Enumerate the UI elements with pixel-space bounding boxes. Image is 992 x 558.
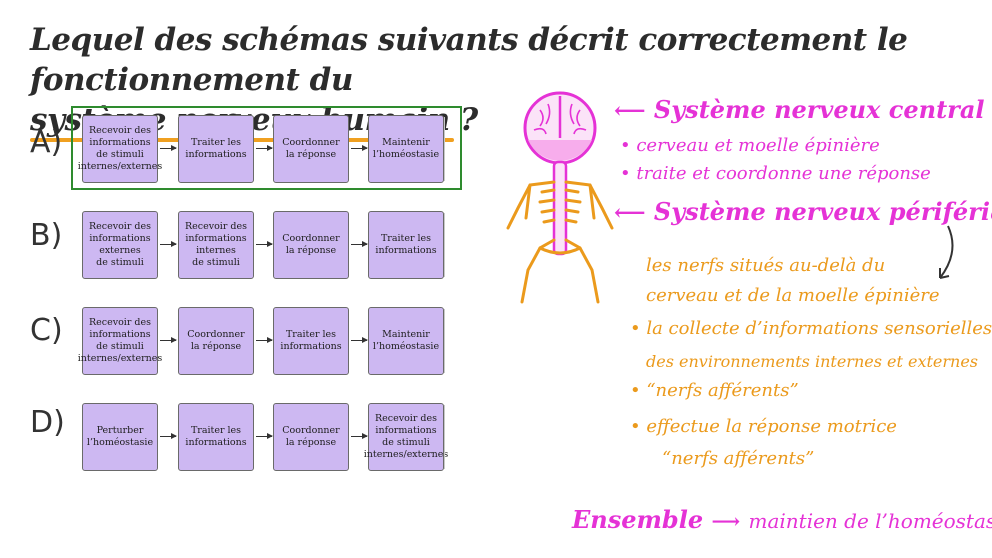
option-c-step-3: Traiter les informations: [273, 307, 349, 375]
peripheral-note-6: • effectue la réponse motrice: [630, 416, 897, 437]
summary-text: maintien de l’homéostasie: [748, 509, 992, 533]
option-d-step-2: Traiter les informations: [178, 403, 254, 471]
peripheral-note-5: • “nerfs afférents”: [630, 380, 799, 401]
arrow-icon: [351, 433, 368, 439]
peripheral-note-7: “nerfs afférents”: [662, 448, 815, 469]
option-b-step-3: Coordonner la réponse: [273, 211, 349, 279]
option-c-step-2: Coordonner la réponse: [178, 307, 254, 375]
option-d-step-1: Perturber l’homéostasie: [82, 403, 158, 471]
arrow-icon: [256, 241, 273, 247]
row-divider: [444, 117, 445, 181]
arrow-icon: [351, 241, 368, 247]
arrow-icon: [256, 337, 273, 343]
option-c-step-1: Recevoir des informations de stimuli int…: [78, 307, 162, 375]
option-c-step-4: Maintenir l’homéostasie: [368, 307, 444, 375]
central-note-1: • cerveau et moelle épinière: [620, 135, 880, 156]
answer-options: A) Recevoir des informations de stimuli …: [0, 0, 480, 558]
option-a-step-4: Maintenir l’homéostasie: [368, 115, 444, 183]
arrow-icon: [160, 145, 177, 151]
option-a-step-2: Traiter les informations: [178, 115, 254, 183]
arrow-icon: [160, 433, 177, 439]
peripheral-nervous-system-title: ⟵ Système nerveux périférique: [614, 197, 992, 226]
nervous-system-sketch-icon: [506, 91, 614, 304]
option-d-flowchart[interactable]: Perturber l’homéostasie Traiter les info…: [82, 403, 448, 471]
option-d-step-3: Coordonner la réponse: [273, 403, 349, 471]
arrow-icon: [351, 145, 368, 151]
option-c-letter: C): [30, 313, 63, 348]
option-b-step-1: Recevoir des informations externes de st…: [82, 211, 158, 279]
peripheral-note-1: les nerfs situés au-delà du: [646, 255, 886, 276]
arrow-icon: [256, 433, 273, 439]
central-nervous-system-title: ⟵ Système nerveux central: [614, 95, 985, 124]
option-b-letter: B): [30, 218, 63, 253]
row-divider: [444, 405, 445, 469]
option-a-flowchart[interactable]: Recevoir des informations de stimuli int…: [78, 115, 445, 183]
arrow-left-icon: ⟵: [614, 98, 646, 124]
peripheral-note-2: cerveau et de la moelle épinière: [646, 285, 940, 306]
peripheral-note-3: • la collecte d’informations sensorielle…: [630, 318, 992, 339]
option-d-step-4: Recevoir des informations de stimuli int…: [364, 403, 448, 471]
option-b-step-4: Traiter les informations: [368, 211, 444, 279]
arrow-icon: [160, 241, 177, 247]
option-d-letter: D): [30, 405, 65, 440]
question-line-1: Lequel des schémas suivants décrit corre…: [30, 22, 908, 98]
arrow-icon: [256, 145, 273, 151]
peripheral-note-4: des environnements internes et externes: [646, 352, 979, 371]
arrow-icon: [351, 337, 368, 343]
option-a-letter: A): [30, 125, 63, 160]
option-a-step-1: Recevoir des informations de stimuli int…: [78, 115, 162, 183]
central-note-2: • traite et coordonne une réponse: [620, 163, 931, 184]
arrow-right-icon: ⟶: [711, 509, 741, 533]
correct-answer-highlight: [71, 106, 462, 190]
arrow-left-icon: ⟵: [614, 200, 646, 226]
arrow-icon: [160, 337, 177, 343]
row-divider: [444, 309, 445, 373]
curved-arrow-icon: [939, 225, 954, 279]
option-b-flowchart[interactable]: Recevoir des informations externes de st…: [82, 211, 445, 279]
question-mark: ?: [449, 102, 478, 138]
row-divider: [444, 213, 445, 277]
option-a-step-3: Coordonner la réponse: [273, 115, 349, 183]
option-c-flowchart[interactable]: Recevoir des informations de stimuli int…: [78, 307, 445, 375]
summary-line: Ensemble ⟶ maintien de l’homéostasie: [572, 505, 992, 534]
summary-label: Ensemble: [572, 505, 704, 534]
option-b-step-2: Recevoir des informations internes de st…: [178, 211, 254, 279]
